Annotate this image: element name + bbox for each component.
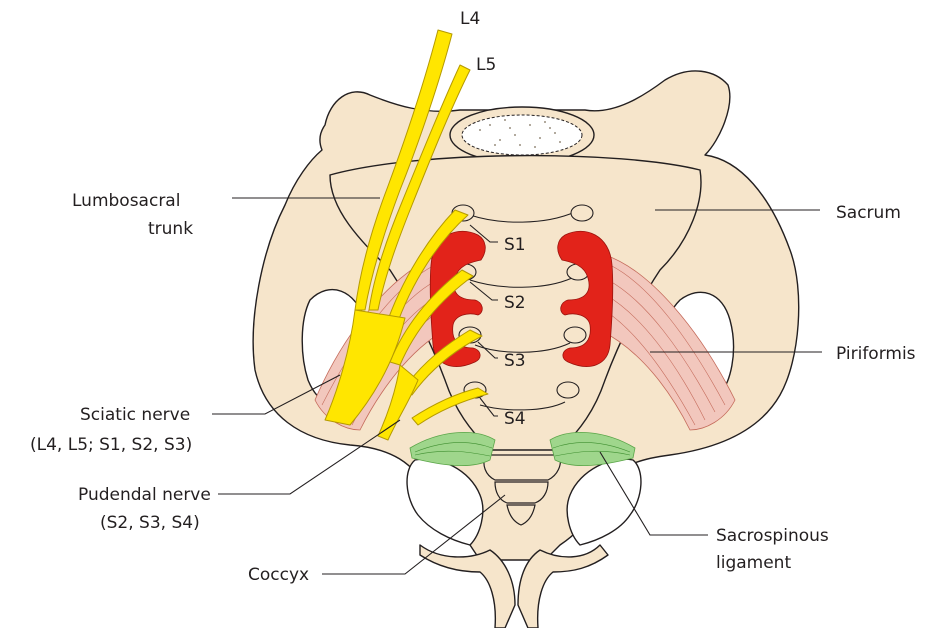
label-lumbosacral-line2: trunk [148, 219, 193, 239]
label-pudendal-line2: (S2, S3, S4) [100, 513, 200, 533]
label-lumbosacral-line1: Lumbosacral [72, 191, 180, 211]
vertebral-body [450, 107, 594, 163]
label-s3: S3 [504, 351, 526, 371]
label-s2: S2 [504, 293, 526, 313]
label-piriformis: Piriformis [836, 344, 916, 364]
label-pudendal-line1: Pudendal nerve [78, 485, 211, 505]
label-l4: L4 [460, 9, 480, 29]
label-s1: S1 [504, 235, 526, 255]
label-sacrum: Sacrum [836, 203, 901, 223]
label-sciatic-line2: (L4, L5; S1, S2, S3) [30, 435, 192, 455]
label-coccyx: Coccyx [248, 565, 309, 585]
label-sacrospinous-line2: ligament [716, 553, 791, 573]
label-s4: S4 [504, 409, 526, 429]
label-sciatic-line1: Sciatic nerve [80, 405, 190, 425]
label-sacrospinous-line1: Sacrospinous [716, 526, 829, 546]
label-l5: L5 [476, 55, 496, 75]
